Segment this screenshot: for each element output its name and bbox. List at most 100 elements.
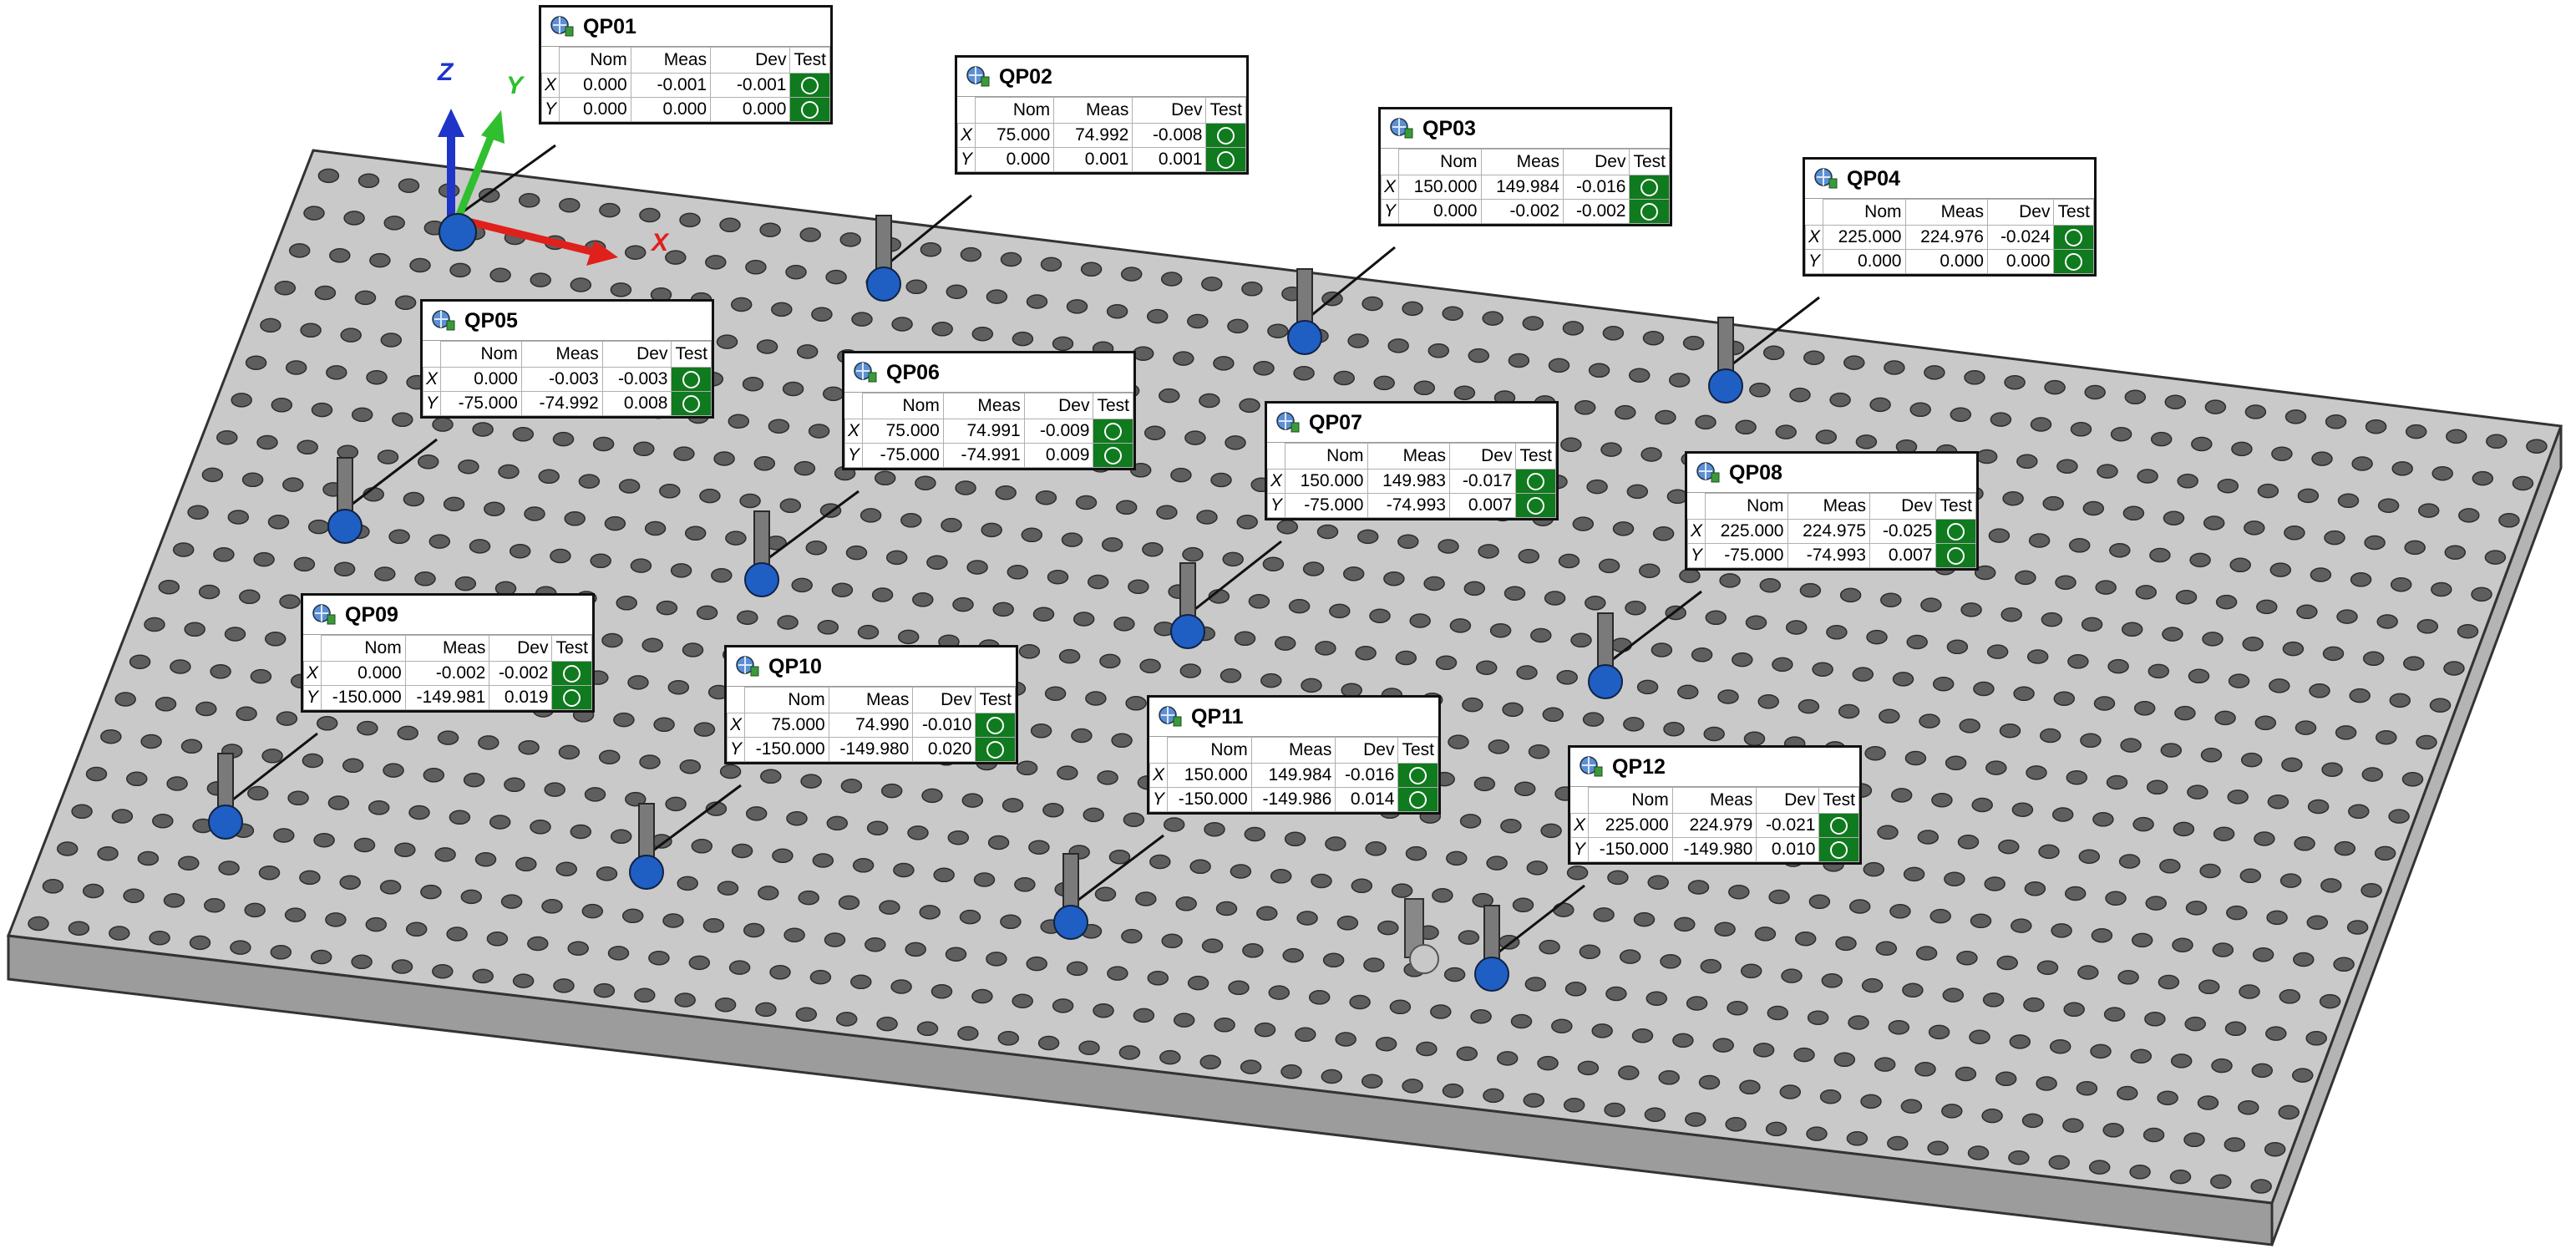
plate-hole <box>783 927 805 942</box>
plate-hole <box>1996 955 2018 971</box>
probe-ball[interactable] <box>1588 664 1623 699</box>
plate-hole <box>1628 368 1651 383</box>
plate-hole <box>679 212 701 228</box>
probe-ball[interactable] <box>1708 368 1743 404</box>
probe-ball[interactable] <box>1053 905 1088 940</box>
plate-hole <box>271 398 293 413</box>
plate-hole <box>728 960 751 975</box>
plate-hole <box>753 456 776 471</box>
pass-indicator-icon <box>1640 202 1659 221</box>
test-pass-cell <box>975 737 1016 762</box>
test-pass-cell <box>1397 787 1438 812</box>
plate-hole <box>2148 663 2170 679</box>
plate-hole <box>1799 582 1822 598</box>
plate-hole <box>699 488 721 504</box>
plate-hole <box>1363 957 1385 972</box>
plate-hole <box>2093 696 2116 711</box>
plate-hole <box>2324 530 2345 546</box>
plate-hole <box>354 290 377 306</box>
plate-hole <box>1944 871 1965 886</box>
column-header-meas: Meas <box>1053 97 1133 124</box>
plate-hole <box>1282 947 1304 963</box>
plate-hole <box>1528 744 1550 759</box>
plate-hole <box>641 637 663 652</box>
deviation-cell: 0.007 <box>1869 543 1937 568</box>
probe-ball[interactable] <box>1170 614 1205 649</box>
point-feature-icon <box>1696 462 1720 483</box>
plate-hole <box>1482 311 1504 326</box>
plate-hole <box>851 312 873 327</box>
pass-indicator-icon <box>1527 496 1545 515</box>
plate-hole <box>2458 508 2480 523</box>
plate-hole <box>755 1002 777 1018</box>
plate-hole <box>2251 1063 2274 1079</box>
probe-ball[interactable] <box>1474 957 1509 992</box>
plate-hole <box>2457 623 2479 639</box>
plate-hole <box>618 479 641 494</box>
plate-hole <box>1512 897 1534 913</box>
plate-hole <box>1970 913 1992 929</box>
plate-hole <box>2334 840 2356 856</box>
plate-hole <box>1397 534 1419 549</box>
plate-hole <box>2015 570 2036 586</box>
plate-hole <box>941 517 962 533</box>
leader-line <box>1187 540 1282 617</box>
plate-hole <box>2105 891 2127 906</box>
plate-hole <box>247 785 269 801</box>
plate-hole <box>2401 772 2424 787</box>
deviation-cell: -0.009 <box>1023 419 1094 444</box>
plate-hole <box>730 297 753 312</box>
plate-hole <box>905 942 926 957</box>
probe-ball[interactable] <box>744 562 779 597</box>
plate-hole <box>1745 615 1767 630</box>
plate-hole <box>670 563 692 578</box>
plate-hole <box>245 355 267 370</box>
probe-ball[interactable] <box>327 509 363 544</box>
plate-hole <box>1210 472 1232 488</box>
plate-hole <box>995 485 1017 500</box>
probe-ball[interactable] <box>866 267 901 302</box>
plate-hole <box>616 596 637 611</box>
plate-hole <box>1781 968 1803 983</box>
probe-ball[interactable] <box>208 805 243 840</box>
plate-hole <box>2041 612 2063 627</box>
probe-ball[interactable] <box>1287 320 1322 355</box>
column-header-dev: Dev <box>1023 393 1094 419</box>
plate-hole <box>2132 816 2154 832</box>
plate-hole <box>299 870 321 886</box>
plate-hole <box>2197 1095 2219 1110</box>
plate-hole <box>1146 308 1169 324</box>
pass-indicator-icon <box>2065 252 2083 271</box>
test-pass-cell <box>1205 123 1246 148</box>
plate-hole <box>2335 725 2357 740</box>
pass-indicator-icon <box>1409 766 1427 784</box>
plate-hole <box>1607 870 1629 886</box>
plate-hole <box>961 793 984 808</box>
probe-ball[interactable] <box>629 855 664 890</box>
plate-hole <box>1016 760 1038 776</box>
deviation-cell: -0.021 <box>1756 813 1820 838</box>
test-pass-cell <box>551 685 592 710</box>
plate-hole <box>2310 567 2332 582</box>
plate-hole <box>1391 883 1413 898</box>
plate-hole <box>1115 500 1138 515</box>
plate-hole <box>1475 660 1498 675</box>
column-header-test: Test <box>2053 199 2094 226</box>
plate-hole <box>1322 952 1345 968</box>
